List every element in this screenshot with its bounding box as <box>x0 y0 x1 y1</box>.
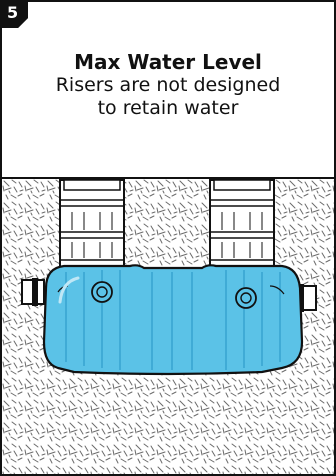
caption: Max Water Level Risers are not designed … <box>2 50 334 120</box>
caption-line-1: Risers are not designed <box>2 74 334 97</box>
septic-tank <box>44 265 302 374</box>
riser-left <box>60 180 124 272</box>
caption-line-2: to retain water <box>2 97 334 120</box>
riser-right <box>210 180 274 272</box>
step-number: 5 <box>7 3 18 22</box>
caption-title: Max Water Level <box>2 50 334 74</box>
inlet-pipe <box>22 278 44 306</box>
